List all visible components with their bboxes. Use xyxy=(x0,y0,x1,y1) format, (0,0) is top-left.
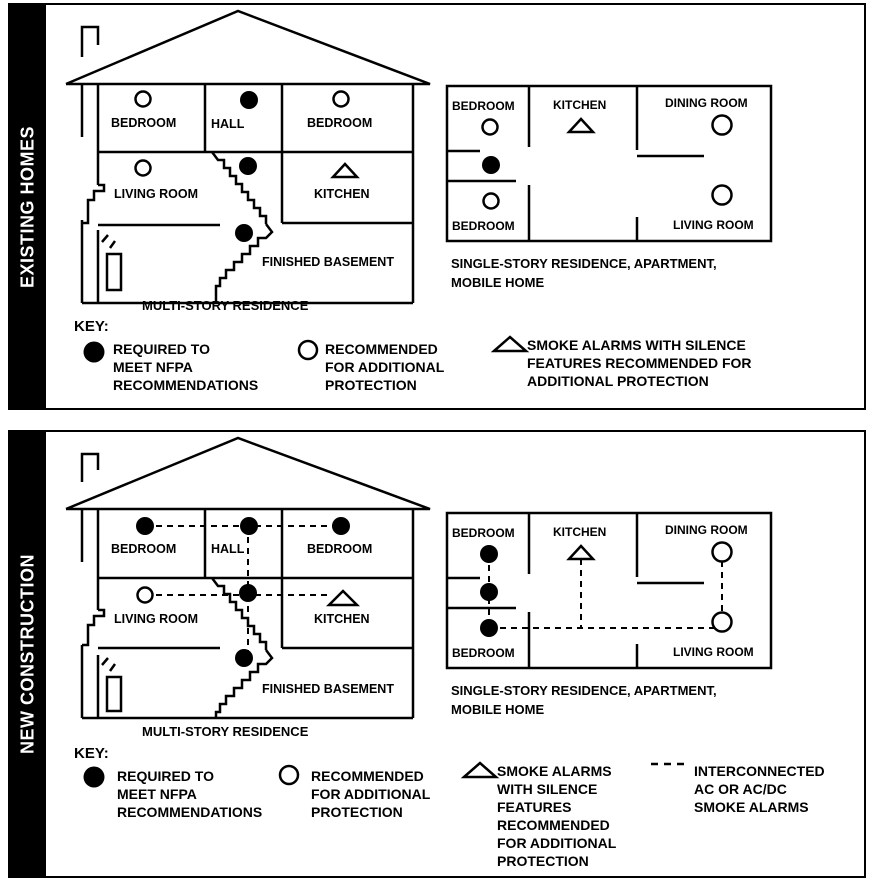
open-circle-icon xyxy=(297,339,319,361)
triangle-icon xyxy=(461,761,500,779)
room-label: HALL xyxy=(211,117,245,131)
room-label: LIVING ROOM xyxy=(673,218,754,232)
key-title: KEY: xyxy=(74,745,109,762)
interconnect-wiring xyxy=(488,554,723,629)
required-alarm-icon xyxy=(240,91,258,109)
required-alarm-icon xyxy=(482,156,500,174)
room-label: BEDROOM xyxy=(307,542,373,556)
recommended-alarm-icon xyxy=(332,90,350,108)
silence-alarm-icon xyxy=(325,589,361,607)
room-label: BEDROOM xyxy=(111,542,177,556)
room-label: FINISHED BASEMENT xyxy=(262,682,394,696)
room-label: LIVING ROOM xyxy=(114,187,199,201)
room-label: DINING ROOM xyxy=(665,523,748,537)
open-circle-icon xyxy=(278,764,300,786)
recommended-alarm-icon xyxy=(136,586,154,604)
drawing-caption: MOBILE HOME xyxy=(451,702,545,717)
room-label: KITCHEN xyxy=(314,612,370,626)
required-alarm-icon xyxy=(235,649,253,667)
required-alarm-icon xyxy=(332,517,350,535)
room-label: LIVING ROOM xyxy=(114,612,199,626)
room-label: HALL xyxy=(211,542,245,556)
silence-alarm-icon xyxy=(566,544,596,561)
single-story-floor-plan xyxy=(445,84,773,243)
room-label: BEDROOM xyxy=(111,116,177,130)
required-alarm-icon xyxy=(239,157,257,175)
filled-circle-icon xyxy=(83,341,105,363)
existing-homes-panel: EXISTING HOMES xyxy=(8,3,866,410)
triangle-icon xyxy=(491,335,530,353)
room-label: DINING ROOM xyxy=(665,96,748,110)
drawing-caption: SINGLE-STORY RESIDENCE, APARTMENT, xyxy=(451,256,717,271)
required-alarm-icon xyxy=(480,545,498,563)
room-label: BEDROOM xyxy=(452,219,515,233)
required-alarm-icon xyxy=(136,517,154,535)
recommended-alarm-icon xyxy=(134,159,152,177)
recommended-alarm-icon xyxy=(711,114,733,136)
room-label: LIVING ROOM xyxy=(673,645,754,659)
dashed-line-icon xyxy=(651,762,687,766)
required-alarm-icon xyxy=(239,584,257,602)
recommended-alarm-icon xyxy=(711,611,733,633)
silence-alarm-icon xyxy=(566,117,596,134)
room-label: BEDROOM xyxy=(452,526,515,540)
room-label: BEDROOM xyxy=(452,99,515,113)
multi-story-house-drawing xyxy=(65,436,431,720)
room-label: KITCHEN xyxy=(553,98,607,112)
required-alarm-icon xyxy=(480,619,498,637)
silence-alarm-icon xyxy=(330,162,360,179)
section-side-bar: NEW CONSTRUCTION xyxy=(10,432,46,876)
interconnect-wiring xyxy=(145,525,341,657)
required-alarm-icon xyxy=(480,583,498,601)
key-title: KEY: xyxy=(74,318,109,335)
new-construction-panel: NEW CONSTRUCTION xyxy=(8,430,866,878)
drawing-caption: MOBILE HOME xyxy=(451,275,545,290)
filled-circle-icon xyxy=(83,766,105,788)
room-label: FINISHED BASEMENT xyxy=(262,255,394,269)
recommended-alarm-icon xyxy=(711,541,733,563)
drawing-caption: MULTI-STORY RESIDENCE xyxy=(142,298,309,313)
drawing-caption: SINGLE-STORY RESIDENCE, APARTMENT, xyxy=(451,683,717,698)
room-label: KITCHEN xyxy=(314,187,370,201)
recommended-alarm-icon xyxy=(134,90,152,108)
room-label: KITCHEN xyxy=(553,525,607,539)
drawing-caption: MULTI-STORY RESIDENCE xyxy=(142,724,309,739)
multi-story-house-drawing xyxy=(65,9,431,305)
recommended-alarm-icon xyxy=(482,192,500,210)
room-label: BEDROOM xyxy=(452,646,515,660)
room-label: BEDROOM xyxy=(307,116,373,130)
single-story-floor-plan xyxy=(445,511,773,670)
recommended-alarm-icon xyxy=(711,184,733,206)
recommended-alarm-icon xyxy=(481,118,499,136)
required-alarm-icon xyxy=(235,224,253,242)
required-alarm-icon xyxy=(240,517,258,535)
section-side-bar: EXISTING HOMES xyxy=(10,5,46,408)
